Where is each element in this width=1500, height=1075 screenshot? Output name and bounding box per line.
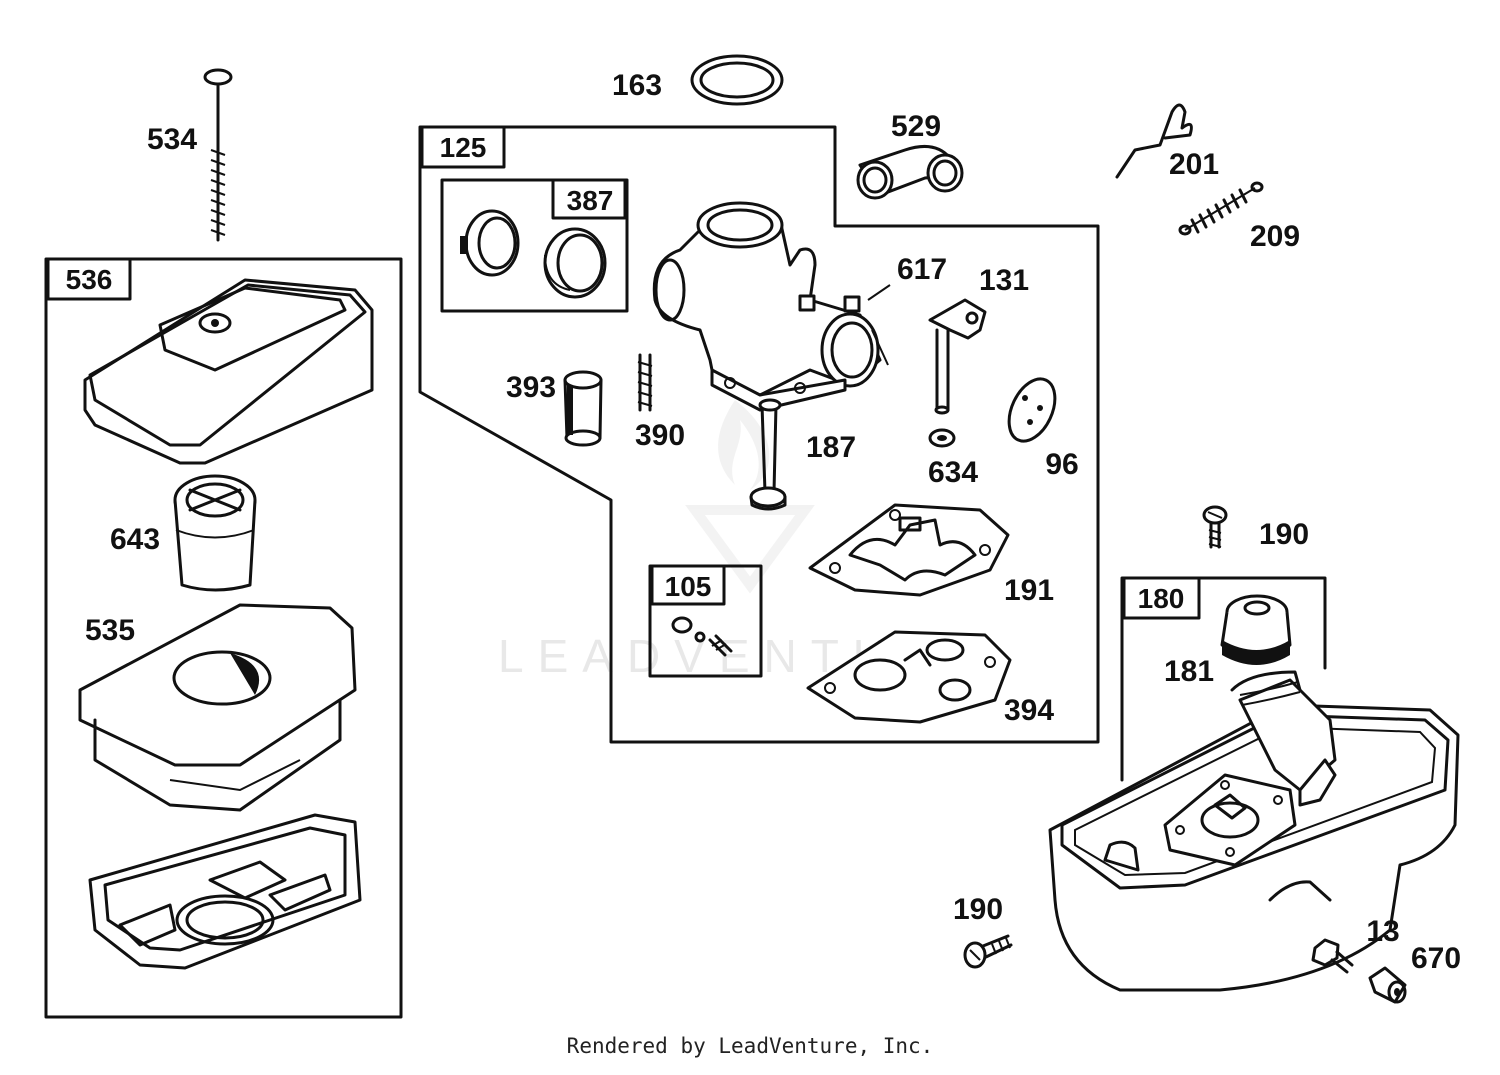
fuel-cap-181-drawing[interactable] <box>1220 594 1292 665</box>
callout-634[interactable]: 634 <box>928 456 978 489</box>
callout-390[interactable]: 390 <box>635 419 685 452</box>
callout-201[interactable]: 201 <box>1169 148 1219 181</box>
kit-label-536: 536 <box>66 264 113 295</box>
bowl-stem-187-drawing[interactable] <box>749 398 787 511</box>
callout-670[interactable]: 670 <box>1411 942 1461 975</box>
callout-529[interactable]: 529 <box>891 110 941 143</box>
choke-shaft-131-drawing[interactable] <box>928 298 987 415</box>
carburetor-drawing[interactable] <box>652 201 882 412</box>
callout-191[interactable]: 191 <box>1004 574 1054 607</box>
callout-181[interactable]: 181 <box>1164 655 1214 688</box>
fuel-tank-drawing[interactable] <box>1048 670 1460 992</box>
callout-393[interactable]: 393 <box>506 371 556 404</box>
callout-131[interactable]: 131 <box>979 264 1029 297</box>
spring-209-drawing[interactable] <box>1178 181 1264 236</box>
leader-617 <box>867 284 891 366</box>
screw-190-top-drawing[interactable] <box>1202 505 1228 549</box>
filter-element-643-drawing[interactable] <box>173 474 257 592</box>
needle-390-drawing[interactable] <box>637 353 653 412</box>
kit-label-125: 125 <box>440 132 487 163</box>
callout-187[interactable]: 187 <box>806 431 856 464</box>
callout-163[interactable]: 163 <box>612 69 662 102</box>
link-201-drawing[interactable] <box>1115 103 1193 179</box>
bushing-670-drawing[interactable] <box>1368 966 1407 1004</box>
callout-643[interactable]: 643 <box>110 523 160 556</box>
gasket-ring-163-drawing[interactable] <box>690 54 784 106</box>
callout-190-bottom[interactable]: 190 <box>953 893 1003 926</box>
choke-plate-96-drawing[interactable] <box>1000 372 1064 449</box>
screw-534-drawing[interactable] <box>203 68 233 242</box>
callout-96[interactable]: 96 <box>1045 448 1078 481</box>
air-cleaner-cover-drawing[interactable] <box>83 278 374 465</box>
callout-535[interactable]: 535 <box>85 614 135 647</box>
kit-387-box[interactable]: 387 <box>440 178 629 313</box>
air-cleaner-base-drawing[interactable] <box>88 813 362 970</box>
footer-credit: Rendered by LeadVenture, Inc. <box>566 1034 934 1058</box>
seal-634-drawing[interactable] <box>928 428 956 448</box>
gasket-191-drawing[interactable] <box>808 503 1010 597</box>
kit-125-box[interactable]: 125 <box>418 125 1100 744</box>
watermark-logo <box>685 400 815 594</box>
elbow-529-drawing[interactable] <box>856 144 964 200</box>
part-callouts: 534 643 535 163 529 201 209 617 131 393 … <box>85 69 1461 975</box>
kit-label-180: 180 <box>1138 583 1185 614</box>
kit-105-box[interactable]: 105 <box>648 564 763 678</box>
kit-label-387: 387 <box>567 185 614 216</box>
kit-536-box[interactable]: 536 <box>44 257 403 1019</box>
pre-cleaner-535-drawing[interactable] <box>78 603 357 812</box>
kit-180-box[interactable]: 180 <box>1120 576 1327 782</box>
callout-13[interactable]: 13 <box>1366 915 1399 948</box>
callout-534[interactable]: 534 <box>147 123 197 156</box>
screw-190-bottom-drawing[interactable] <box>963 934 1013 969</box>
screw-13-drawing[interactable] <box>1311 938 1354 974</box>
kit-label-105: 105 <box>665 571 712 602</box>
callout-394[interactable]: 394 <box>1004 694 1054 727</box>
callout-617[interactable]: 617 <box>897 253 947 286</box>
callout-190-top[interactable]: 190 <box>1259 518 1309 551</box>
diaphragm-394-drawing[interactable] <box>806 630 1012 724</box>
callout-209[interactable]: 209 <box>1250 220 1300 253</box>
float-393-drawing[interactable] <box>563 370 603 447</box>
